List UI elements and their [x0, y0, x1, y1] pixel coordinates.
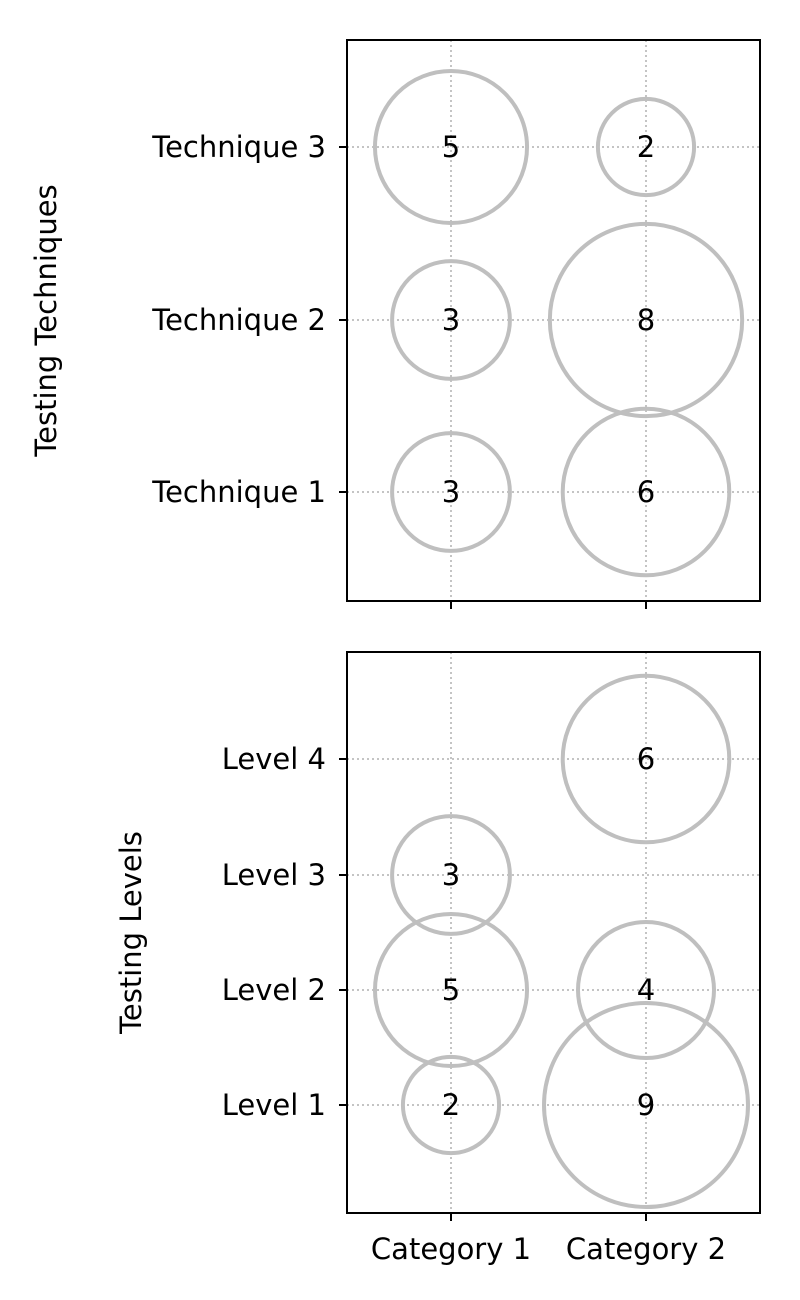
y-tick-label: Technique 2	[151, 303, 326, 337]
bubble-4	[560, 406, 732, 578]
y-axis-title: Testing Levels	[114, 831, 148, 1035]
bubble-2	[372, 911, 530, 1069]
bubble-value-label: 3	[442, 858, 460, 892]
bubble-1	[400, 1054, 502, 1156]
bubble-3	[372, 68, 530, 226]
bubble-6	[595, 96, 697, 198]
y-tick-label: Level 3	[222, 858, 326, 892]
bubble-3	[390, 814, 512, 936]
y-tick-label: Technique 1	[151, 475, 326, 509]
bubble-value-label: 3	[442, 475, 460, 509]
x-tick-label: Category 2	[566, 1232, 726, 1266]
bubble-value-label: 5	[442, 973, 460, 1007]
y-tick-label: Level 1	[222, 1088, 326, 1122]
y-axis-title: Testing Techniques	[29, 184, 63, 457]
bubble-value-label: 8	[637, 303, 655, 337]
bubble-6	[560, 673, 732, 845]
bubble-value-label: 2	[637, 130, 655, 164]
bubble-value-label: 6	[637, 475, 655, 509]
y-tick-label: Technique 3	[151, 130, 326, 164]
bubble-value-label: 2	[442, 1088, 460, 1122]
plot-frame	[346, 651, 761, 1214]
bubble-4	[542, 1001, 750, 1209]
bubble-1	[390, 431, 512, 553]
bubble-value-label: 9	[637, 1088, 655, 1122]
bubble-value-label: 4	[637, 973, 655, 1007]
bubble-2	[390, 259, 512, 381]
y-tick-label: Level 4	[222, 742, 326, 776]
bubble-5	[576, 920, 716, 1060]
bubble-value-label: 3	[442, 303, 460, 337]
bubble-value-label: 5	[442, 130, 460, 164]
y-tick-label: Level 2	[222, 973, 326, 1007]
bubble-value-label: 6	[637, 742, 655, 776]
bubble-5	[547, 221, 745, 419]
x-tick-label: Category 1	[371, 1232, 531, 1266]
